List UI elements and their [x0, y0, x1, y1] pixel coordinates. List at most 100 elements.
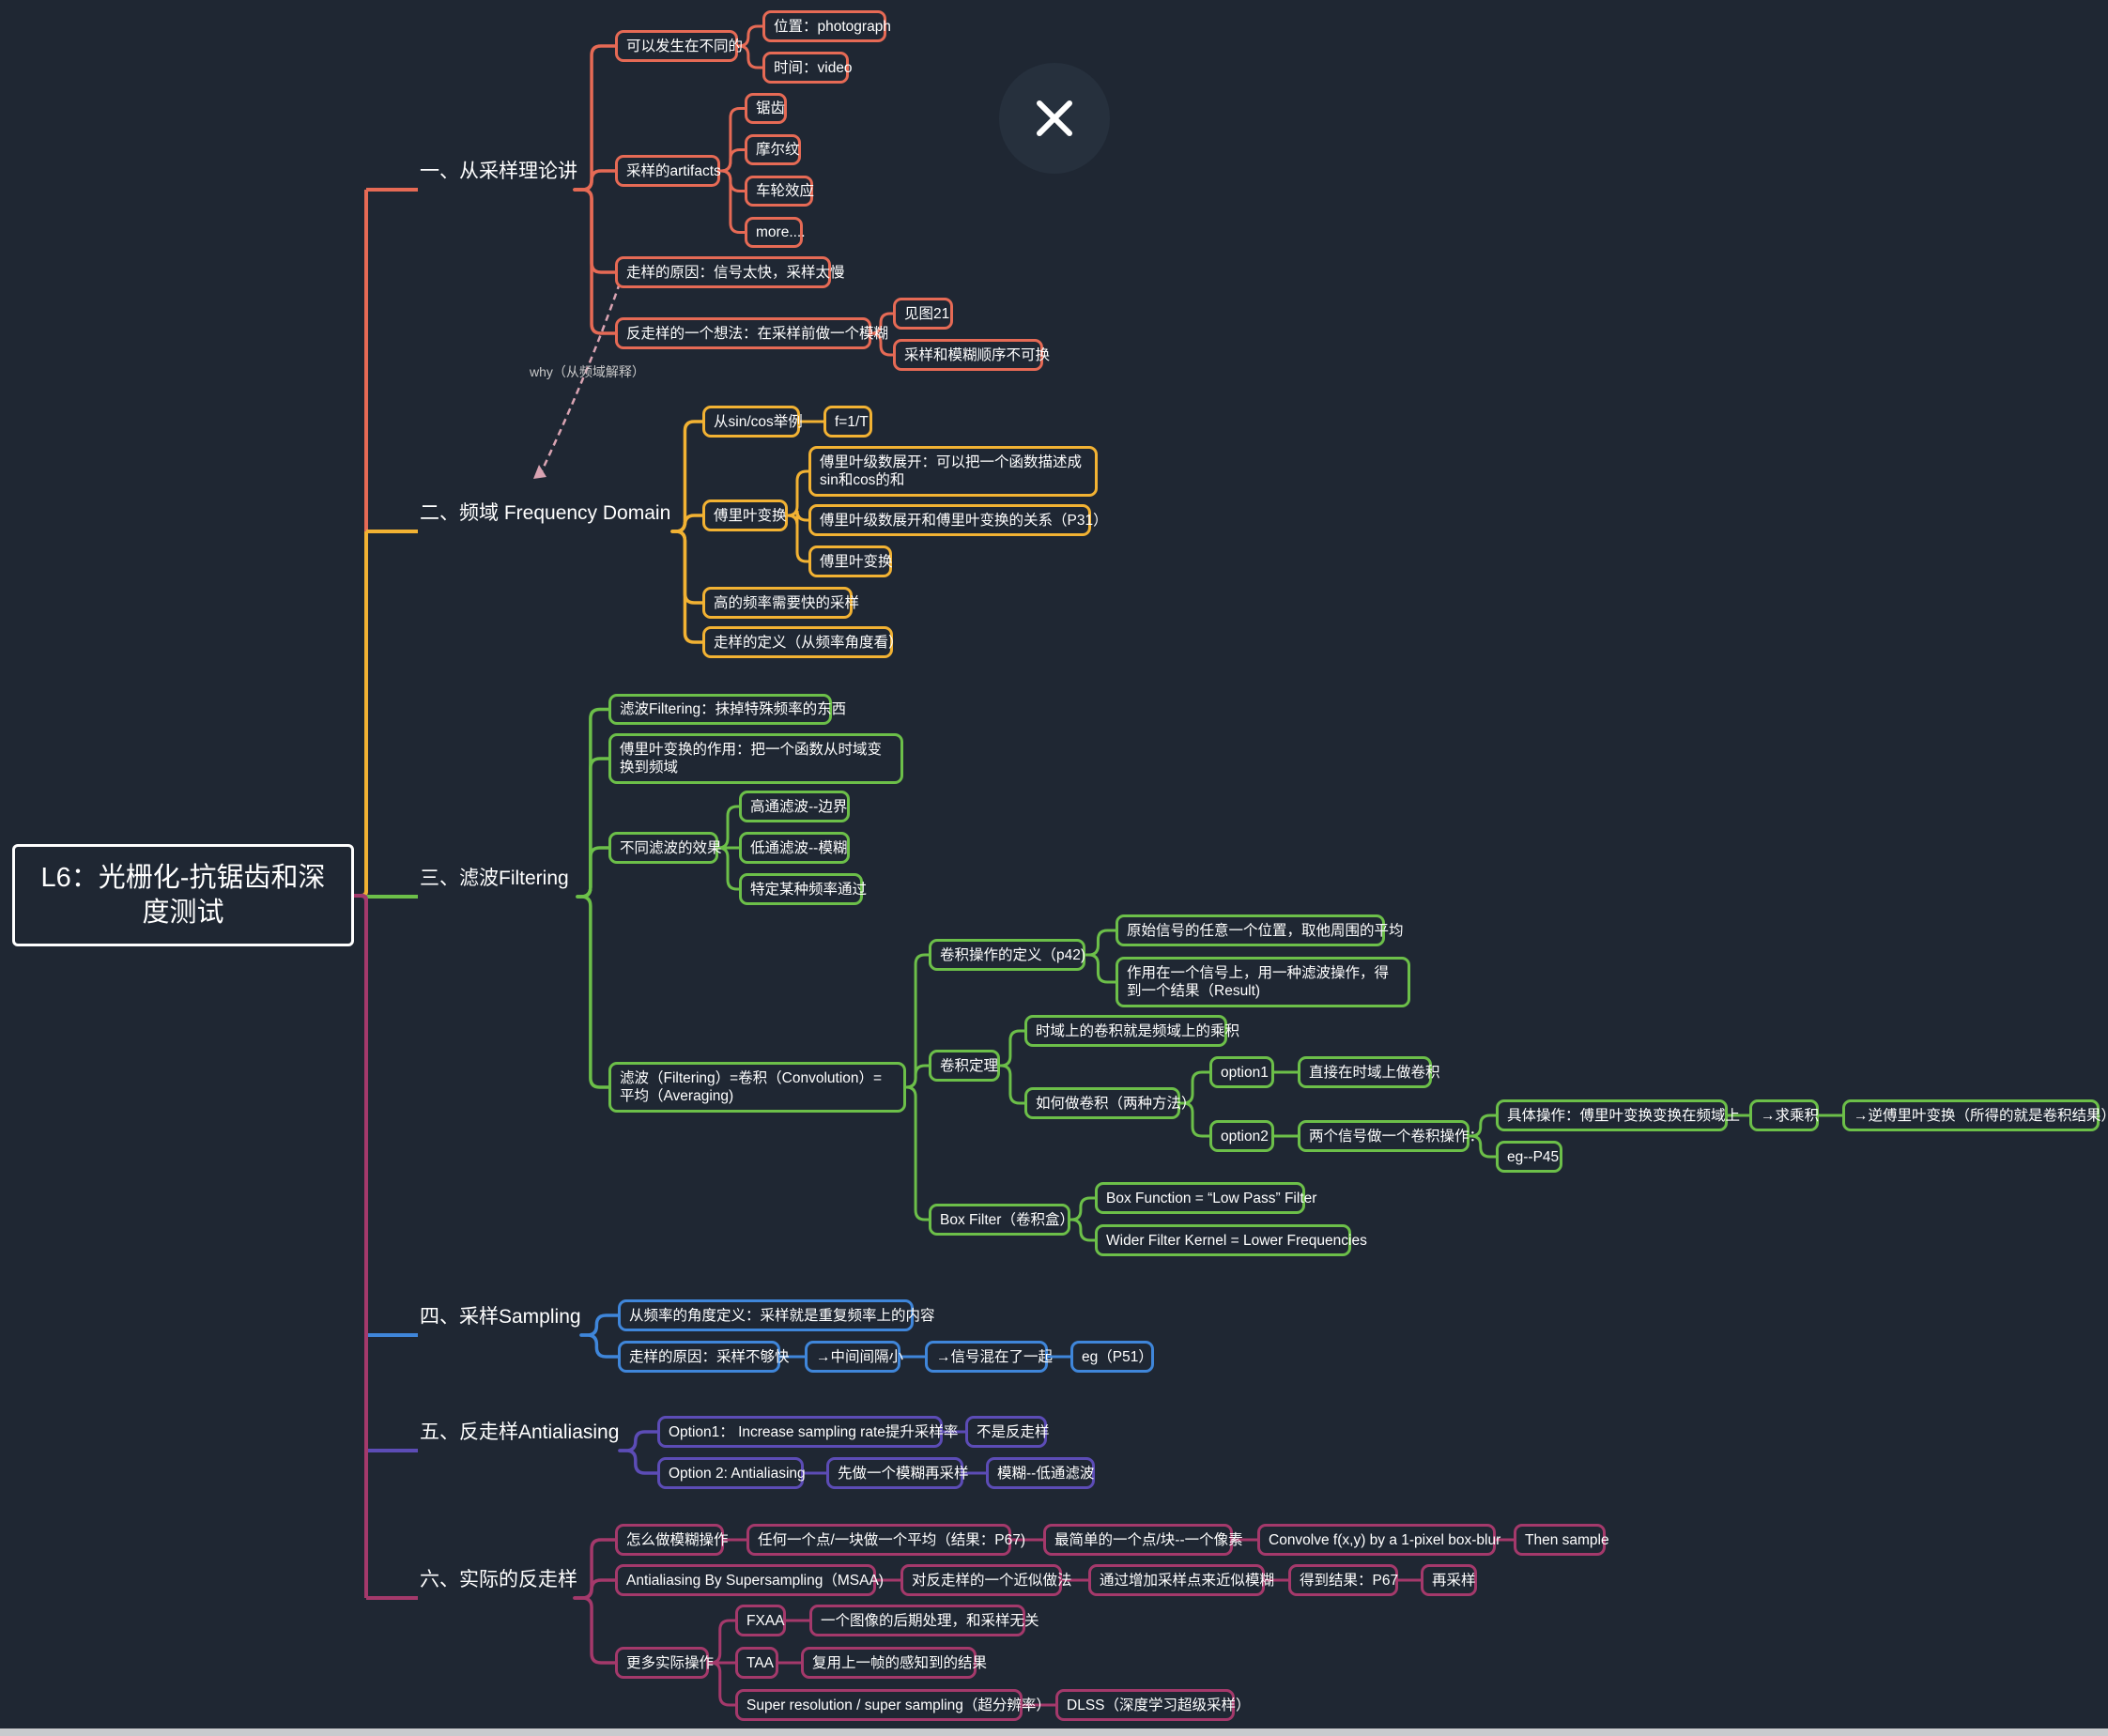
connector-line	[576, 895, 610, 1089]
topic-node[interactable]: 通过增加采样点来近似模糊	[1088, 1564, 1274, 1596]
topic-node[interactable]: 车轮效应	[745, 176, 814, 207]
branch-4-title[interactable]: 四、采样Sampling	[420, 1306, 581, 1328]
topic-node[interactable]: Super resolution / super sampling（超分辨率）	[735, 1689, 1051, 1721]
branch-1-title[interactable]: 一、从采样理论讲	[420, 161, 577, 182]
topic-node[interactable]: Wider Filter Kernel = Lower Frequencies	[1095, 1224, 1367, 1256]
topic-node[interactable]: 再采样	[1421, 1564, 1477, 1596]
topic-node[interactable]: →逆傅里叶变换（所得的就是卷积结果）	[1842, 1099, 2108, 1131]
topic-node[interactable]: Antialiasing By Supersampling（MSAA)	[615, 1564, 884, 1596]
topic-node[interactable]: more....	[745, 217, 806, 248]
topic-node[interactable]: FXAA	[735, 1605, 786, 1636]
connector-line	[670, 530, 704, 605]
connector-line	[573, 169, 617, 192]
connector-line	[670, 530, 704, 644]
topic-node[interactable]: 卷积定理	[929, 1050, 1000, 1082]
topic-node[interactable]: 直接在时域上做卷积	[1298, 1056, 1440, 1088]
topic-node[interactable]: 得到结果：P67	[1288, 1564, 1398, 1596]
topic-node[interactable]: 从频率的角度定义：采样就是重复频率上的内容	[618, 1299, 935, 1331]
topic-node[interactable]: 可以发生在不同的	[615, 30, 743, 62]
topic-node[interactable]: 走样的定义（从频率角度看）	[702, 626, 903, 658]
topic-node[interactable]: 走样的原因：采样不够快	[618, 1341, 790, 1373]
close-button[interactable]	[999, 63, 1110, 174]
topic-node[interactable]: 复用上一帧的感知到的结果	[801, 1647, 987, 1679]
topic-node[interactable]: 任何一个点/一块做一个平均（结果：P67)	[746, 1524, 1025, 1556]
topic-node[interactable]: eg（P51）	[1070, 1341, 1154, 1373]
root-topic[interactable]: L6：光栅化-抗锯齿和深度测试	[12, 844, 354, 946]
topic-node[interactable]: Then sample	[1514, 1524, 1609, 1556]
bottom-scrollbar[interactable]	[0, 1728, 2108, 1736]
topic-node[interactable]: 时间：video	[762, 52, 853, 84]
connector-line	[707, 1661, 737, 1707]
connector-line	[1468, 1134, 1498, 1159]
connector-line	[576, 757, 610, 899]
topic-node[interactable]: →求乘积	[1749, 1099, 1819, 1131]
topic-node[interactable]: 滤波（Filtering）=卷积（Convolution）=平均（Averagi…	[608, 1062, 906, 1113]
topic-node[interactable]: 更多实际操作	[615, 1647, 714, 1679]
topic-node[interactable]: DLSS（深度学习超级采样）	[1055, 1689, 1251, 1721]
topic-node[interactable]: option1	[1209, 1056, 1274, 1088]
branch-2-title[interactable]: 二、频域 Frequency Domain	[420, 502, 671, 524]
relationship-arrow[interactable]	[537, 271, 625, 478]
topic-node[interactable]: 摩尔纹	[745, 134, 801, 165]
topic-node[interactable]: 低通滤波--模糊	[739, 832, 850, 864]
topic-node[interactable]: TAA	[735, 1647, 778, 1679]
topic-node[interactable]: 如何做卷积（两种方法）	[1024, 1087, 1196, 1119]
connector-line	[576, 846, 610, 899]
topic-node[interactable]: 高通滤波--边界	[739, 791, 850, 822]
topic-node[interactable]: 原始信号的任意一个位置，取他周围的平均	[1116, 914, 1404, 946]
topic-node[interactable]: 傅里叶级数展开和傅里叶变换的关系（P31）	[808, 504, 1108, 536]
topic-node[interactable]: f=1/T	[823, 406, 872, 438]
topic-node[interactable]: →信号混在了一起	[925, 1341, 1053, 1373]
topic-node[interactable]: 模糊--低通滤波	[986, 1457, 1095, 1489]
topic-node[interactable]: 两个信号做一个卷积操作：	[1298, 1120, 1484, 1152]
topic-node[interactable]: Option 2: Antialiasing	[657, 1457, 806, 1489]
connector-line	[869, 312, 895, 335]
topic-node[interactable]: 最简单的一个点/块--一个像素	[1043, 1524, 1243, 1556]
connector-line	[904, 1085, 931, 1221]
topic-node[interactable]: 走样的原因：信号太快，采样太慢	[615, 256, 845, 288]
topic-node[interactable]: option2	[1209, 1120, 1274, 1152]
why-relationship-label: why（从频域解释）	[530, 364, 645, 379]
topic-node[interactable]: →中间间隔小	[805, 1341, 903, 1373]
topic-node[interactable]: Convolve f(x,y) by a 1-pixel box-blur	[1257, 1524, 1500, 1556]
topic-node[interactable]: Box Filter（卷积盒）	[929, 1204, 1074, 1236]
connector-line	[1084, 953, 1117, 984]
topic-node[interactable]: Box Function = “Low Pass” Filter	[1095, 1182, 1316, 1214]
topic-node[interactable]: 傅里叶级数展开：可以把一个函数描述成sin和cos的和	[808, 446, 1098, 497]
topic-node[interactable]: 卷积操作的定义（p42)	[929, 939, 1085, 971]
topic-node[interactable]: 一个图像的后期处理，和采样无关	[809, 1605, 1039, 1636]
topic-node[interactable]: 特定某种频率通过	[739, 873, 867, 905]
topic-node[interactable]: 先做一个模糊再采样	[826, 1457, 969, 1489]
topic-node[interactable]: 作用在一个信号上，用一种滤波操作，得到一个结果（Result)	[1116, 957, 1410, 1007]
topic-node[interactable]: 反走样的一个想法：在采样前做一个模糊	[615, 317, 888, 349]
topic-node[interactable]: 从sin/cos举例	[702, 406, 803, 438]
topic-node[interactable]: 高的频率需要快的采样	[702, 587, 859, 619]
branch-5-title[interactable]: 五、反走样Antialiasing	[420, 1421, 620, 1443]
topic-node[interactable]: 怎么做模糊操作	[615, 1524, 729, 1556]
topic-node[interactable]: 采样和模糊顺序不可换	[893, 339, 1050, 371]
topic-node[interactable]: 不是反走样	[965, 1416, 1050, 1448]
topic-node[interactable]: 锯齿	[745, 93, 787, 124]
branch-6-title[interactable]: 六、实际的反走样	[420, 1569, 577, 1590]
branch-3-title[interactable]: 三、滤波Filtering	[420, 868, 569, 889]
topic-node[interactable]: 位置：photograph	[762, 10, 891, 42]
connector-line	[718, 169, 746, 234]
topic-node[interactable]: 傅里叶变换的作用：把一个函数从时域变换到频域	[608, 733, 903, 784]
connector-line	[716, 846, 741, 891]
connector-line	[736, 44, 764, 69]
topic-node[interactable]: 见图21	[893, 298, 953, 330]
topic-node[interactable]: 不同滤波的效果	[608, 832, 722, 864]
trunk-line	[354, 894, 368, 1598]
topic-node[interactable]: eg--P45	[1496, 1141, 1562, 1173]
topic-node[interactable]: 时域上的卷积就是频域上的乘积	[1024, 1015, 1239, 1047]
topic-node[interactable]: 傅里叶变换	[808, 545, 893, 577]
topic-node[interactable]: 采样的artifacts	[615, 155, 721, 187]
topic-node[interactable]: 滤波Filtering：抹掉特殊频率的东西	[608, 694, 846, 725]
close-icon	[1037, 100, 1072, 136]
topic-node[interactable]: Option1： Increase sampling rate提升采样率	[657, 1416, 958, 1448]
topic-node[interactable]: 具体操作：傅里叶变换变换在频域上	[1496, 1099, 1740, 1131]
topic-node[interactable]: 傅里叶变换	[702, 499, 788, 531]
topic-node[interactable]: 对反走样的一个近似做法	[900, 1564, 1072, 1596]
